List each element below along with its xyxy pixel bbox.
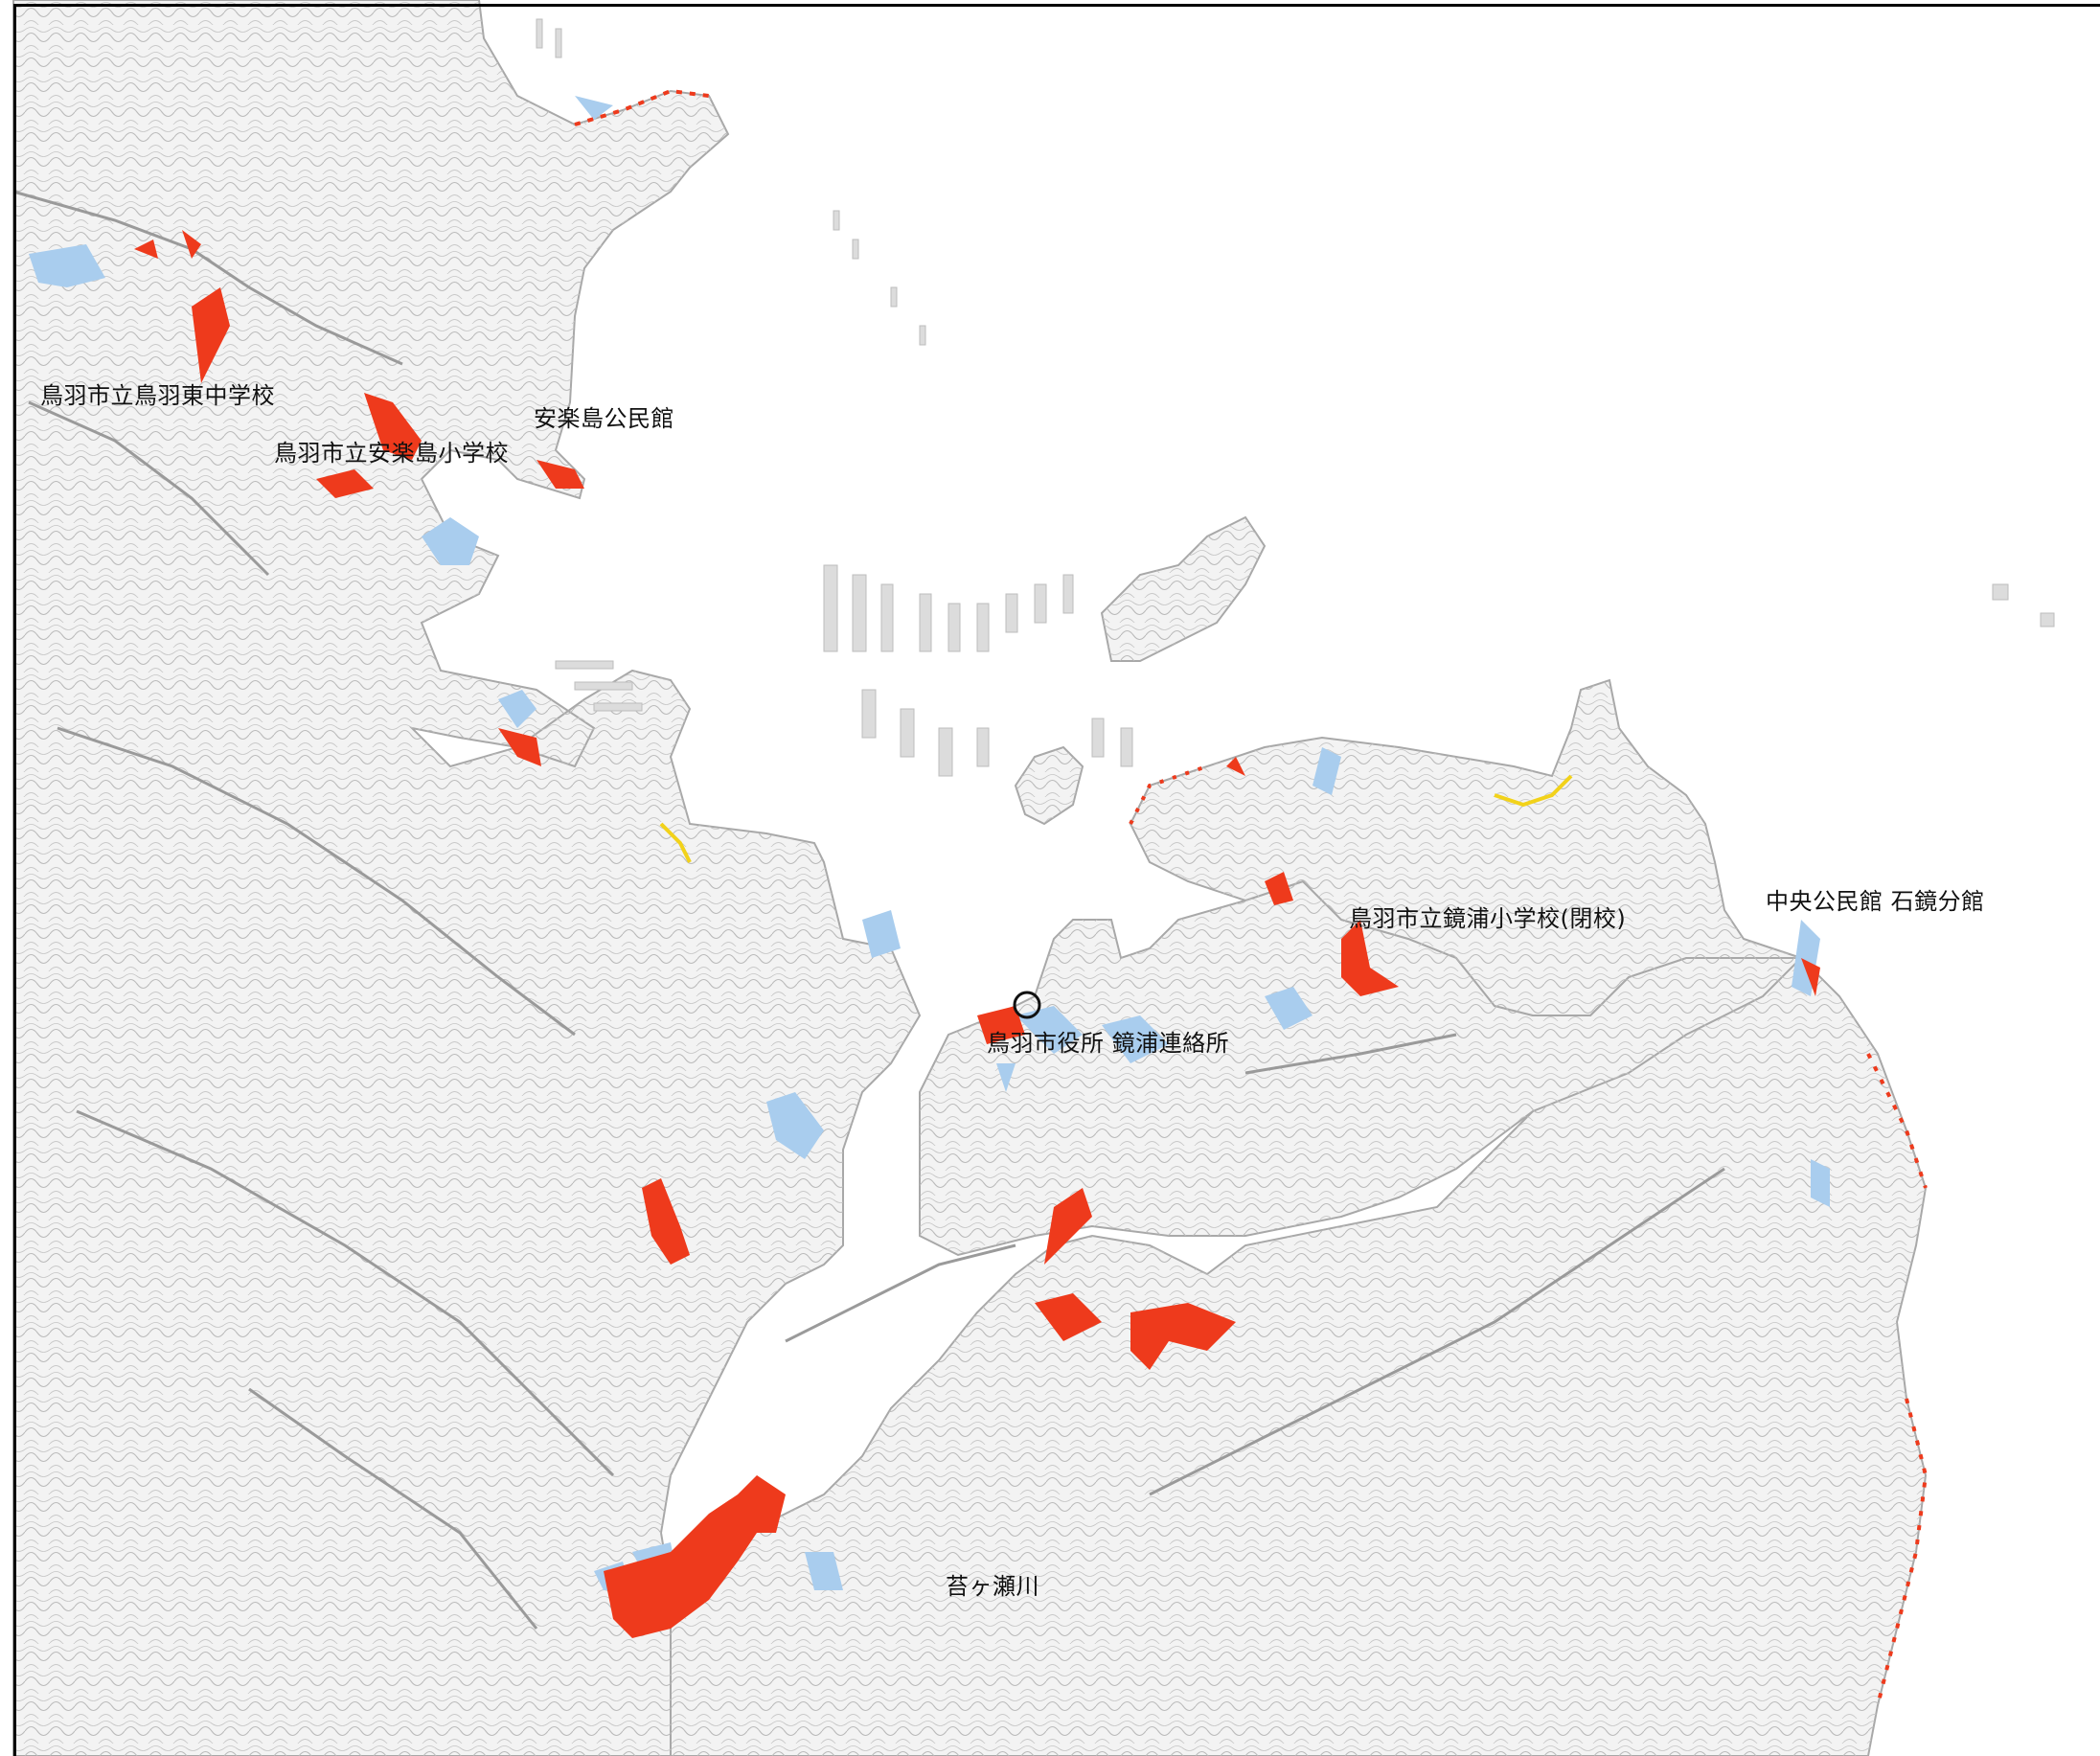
label-chuo-hall-ishikagami: 中央公民館 石鏡分館: [1766, 888, 1985, 915]
inundation-deep-areas: [134, 230, 1820, 1638]
coastline-accents: [574, 88, 1929, 1706]
roads: [12, 190, 1725, 1630]
label-city-office-kagamiura: 鳥羽市役所 鏡浦連絡所: [987, 1030, 1230, 1057]
inundation-kokegase: [604, 1475, 766, 1638]
contour-lines: [13, 0, 1926, 1756]
aquaculture-rafts: [536, 18, 2055, 777]
label-toba-higashi-jhs: 鳥羽市立鳥羽東中学校: [40, 382, 275, 409]
label-kokegase-river: 苔ヶ瀬川: [946, 1573, 1039, 1600]
inundation-shallow-areas: [29, 96, 1830, 1590]
label-anrakujima-es: 鳥羽市立安楽島小学校: [274, 440, 509, 467]
label-kagamiura-es: 鳥羽市立鏡浦小学校(閉校): [1349, 905, 1627, 932]
circle-marker-icon: [1013, 991, 1041, 1019]
label-anrakujima-hall: 安楽島公民館: [534, 405, 674, 432]
